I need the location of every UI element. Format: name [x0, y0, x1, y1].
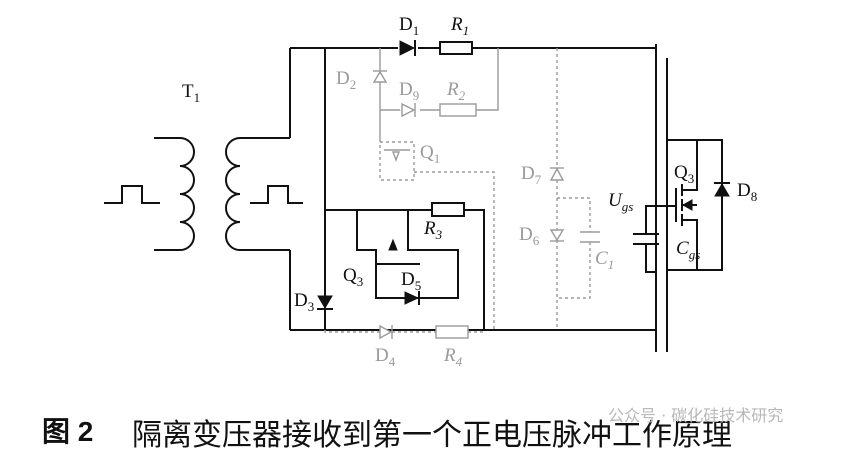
- transformer-t1: [154, 48, 291, 330]
- inactive-lower-branch: [324, 330, 484, 333]
- input-pulse-waveform: [104, 185, 160, 204]
- diode-d1: [399, 40, 416, 56]
- diode-d8: [697, 139, 730, 271]
- label-d8: D8: [737, 180, 757, 204]
- label-c1: C1: [595, 248, 614, 272]
- label-q3-right: Q3: [674, 162, 694, 186]
- label-r4: R4: [443, 345, 463, 369]
- label-r2: R2: [446, 79, 466, 103]
- label-d4: D4: [375, 345, 396, 369]
- inactive-q1-drain-wire: [414, 171, 495, 330]
- diode-d9: [401, 102, 416, 118]
- resistor-r3: [431, 202, 465, 217]
- resistor-r1: [439, 41, 473, 55]
- label-q1: Q1: [420, 142, 440, 166]
- label-d1: D1: [399, 14, 419, 38]
- diode-d6: [549, 229, 565, 242]
- capacitor-c1: [557, 197, 600, 299]
- label-d3: D3: [294, 290, 314, 314]
- label-r1: R1: [450, 14, 469, 38]
- label-d2: D2: [336, 68, 356, 92]
- label-ugs: Ugs: [608, 190, 633, 214]
- resistor-r2: [439, 103, 477, 117]
- capacitor-cgs: [633, 205, 659, 273]
- figure-caption: 隔离变压器接收到第一个正电压脉冲工作原理: [132, 419, 732, 452]
- diode-d3: [317, 295, 333, 310]
- label-d6: D6: [519, 224, 540, 248]
- label-cgs: Cgs: [676, 238, 700, 262]
- figure-number: 图 2: [42, 416, 94, 447]
- label-d5: D5: [401, 269, 421, 293]
- mosfet-q1: [379, 141, 415, 181]
- label-t1: T1: [182, 81, 200, 105]
- diode-d2: [372, 70, 388, 83]
- label-r3: R3: [423, 218, 443, 242]
- diode-d5: [404, 291, 420, 305]
- watermark: 公众号 · 碳化硅技术研究: [608, 406, 784, 425]
- discharge-branch-wire: [325, 209, 485, 330]
- diode-d4: [379, 324, 393, 340]
- resistor-r4: [435, 325, 469, 339]
- mosfet-q3-right: [656, 139, 698, 271]
- label-q3-left: Q3: [343, 265, 363, 289]
- inactive-gate-branch: [379, 48, 499, 142]
- output-pulse-waveform: [250, 185, 303, 204]
- label-d7: D7: [521, 163, 542, 187]
- diode-d7: [549, 167, 565, 181]
- label-d9: D9: [399, 79, 419, 103]
